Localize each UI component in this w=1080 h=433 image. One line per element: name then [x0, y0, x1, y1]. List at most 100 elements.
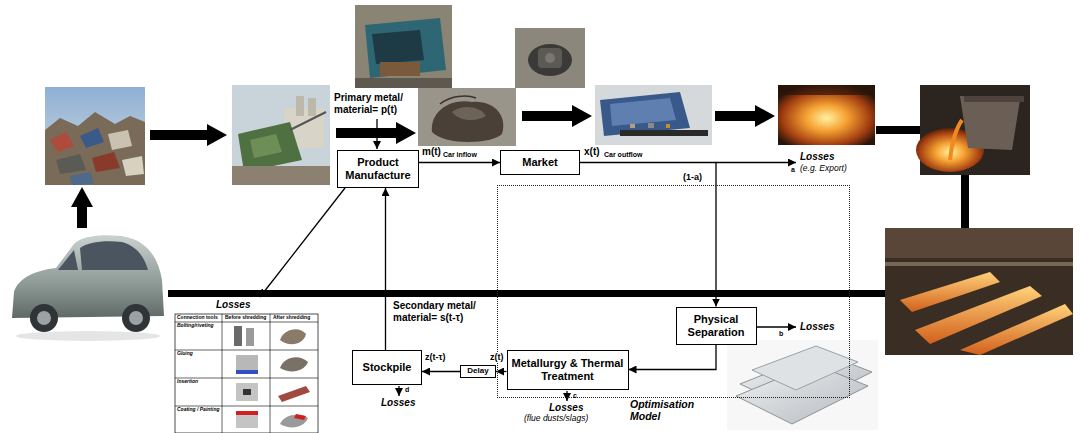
edge-label: (1-a) [682, 172, 703, 182]
car-render-part [129, 311, 143, 325]
flow-lines-part [716, 162, 796, 163]
scrap-yard-photo-part [92, 152, 120, 172]
process-arrows-part [336, 122, 416, 144]
flow-label: Losses [216, 299, 250, 311]
flow-lines-part [260, 188, 345, 297]
flow-label: b [779, 330, 783, 338]
connection-table-part [234, 326, 242, 346]
region-heading: Optimisation Model [630, 398, 704, 422]
car-render-part [58, 250, 78, 270]
car-render-part [30, 304, 58, 332]
connection-table-part [236, 414, 258, 428]
connection-table-part [236, 370, 258, 374]
flow-lines-part [566, 391, 567, 401]
shredder-machine-photo-part [355, 5, 452, 88]
process-arrows-part [522, 105, 592, 127]
motor-scrap-photo-part [515, 28, 585, 88]
shredder-plant-photo-part [308, 98, 316, 116]
process-box: Physical Separation [676, 307, 757, 345]
connection-table-part [175, 350, 318, 351]
connection-table-part [280, 415, 308, 428]
scrap-yard-photo-part [50, 132, 74, 152]
scrap-yard-photo-part [70, 172, 94, 185]
flow-label: a [791, 166, 795, 174]
flow-lines-part [755, 326, 796, 327]
shredder-plant-photo-part [296, 96, 304, 116]
furnace-photo-part [778, 85, 875, 95]
sheet-metal-photo-part [727, 340, 878, 430]
shredded-scrap-photo-part [452, 107, 486, 120]
sorting-machine-photo [595, 85, 712, 145]
car-render-part [122, 304, 150, 332]
delay-box: Delay [460, 365, 496, 378]
scrap-yard-photo-part [45, 87, 145, 185]
table-cell-text: After shredding [273, 315, 317, 321]
process-arrows-part [150, 124, 227, 146]
flow-label: Losses [800, 321, 834, 333]
flow-lines-part [398, 386, 399, 396]
ladle-photo-part [964, 96, 1024, 102]
flow-connector [419, 162, 500, 163]
flow-lines [260, 119, 796, 401]
flow-label: Losses [549, 402, 583, 414]
process-arrows-part [168, 290, 885, 297]
shredder-plant-photo-part [232, 85, 330, 185]
connection-table-part [243, 389, 251, 395]
scrap-yard-photo-part [108, 130, 132, 150]
connection-table-part [236, 355, 258, 370]
process-box: Product Manufacture [337, 150, 419, 188]
shredder-machine-photo-part [380, 62, 420, 76]
flow-label: Car outflow [604, 151, 643, 159]
ladle-photo-part [950, 120, 962, 160]
box-label: Metallurgy & Thermal Treatment [512, 357, 624, 382]
furnace-photo [778, 85, 875, 145]
furnace-photo-part [778, 85, 875, 145]
sorting-machine-photo-part [600, 92, 690, 136]
casting-photo-part [885, 228, 1073, 355]
flow-connector [629, 345, 717, 370]
edge-label: z(t-τ) [424, 352, 447, 362]
process-arrows-part [876, 126, 920, 134]
edge-label: z(t) [489, 352, 505, 362]
flow-label: c [573, 392, 577, 400]
shredded-scrap-photo [418, 88, 516, 146]
sheet-metal-photo [727, 340, 878, 430]
motor-scrap-photo-part [545, 53, 555, 63]
casting-photo [885, 228, 1073, 355]
shredder-plant-photo-part [290, 112, 326, 130]
connection-table-part [236, 411, 258, 415]
process-box: Market [500, 150, 580, 175]
table-cell-text: Insertion [177, 379, 221, 385]
process-box: Metallurgy & Thermal Treatment [507, 350, 629, 390]
motor-scrap-photo [515, 28, 585, 88]
ladle-photo-part [960, 96, 1020, 150]
car-render-part [37, 311, 51, 325]
edge-label: Secondary metal/ material= s(t-τ) [392, 300, 494, 323]
car-render-part [0, 228, 170, 345]
car-render [0, 228, 170, 345]
flow-label: (flue dusts/slags) [524, 414, 588, 424]
flow-label: d [405, 386, 409, 394]
connection-table-part [294, 414, 306, 420]
ladle-photo [916, 85, 1030, 175]
shredded-scrap-photo-part [432, 101, 504, 142]
connection-table [175, 314, 318, 433]
casting-photo-part [885, 228, 1073, 258]
shredder-machine-photo-part [372, 30, 424, 64]
car-render-part [80, 241, 148, 270]
box-label: Delay [467, 367, 488, 376]
table-cell-text: Before shredding [225, 315, 269, 321]
box-label: Physical Separation [681, 313, 752, 338]
sorting-machine-photo-part [648, 123, 654, 128]
box-label: Product Manufacture [342, 156, 414, 181]
sorting-machine-photo-part [666, 124, 670, 128]
shredder-plant-photo-part [232, 166, 330, 185]
flow-label: Primary metal/ material= p(t) [334, 92, 416, 115]
edge-label: m(t) [421, 146, 442, 158]
connection-table-part [280, 357, 308, 371]
process-arrows-part [71, 187, 93, 228]
connection-table-part [236, 383, 258, 401]
flow-label: x(t) [584, 146, 600, 158]
scrap-yard-photo-part [45, 112, 145, 185]
car-render-part [16, 331, 160, 341]
